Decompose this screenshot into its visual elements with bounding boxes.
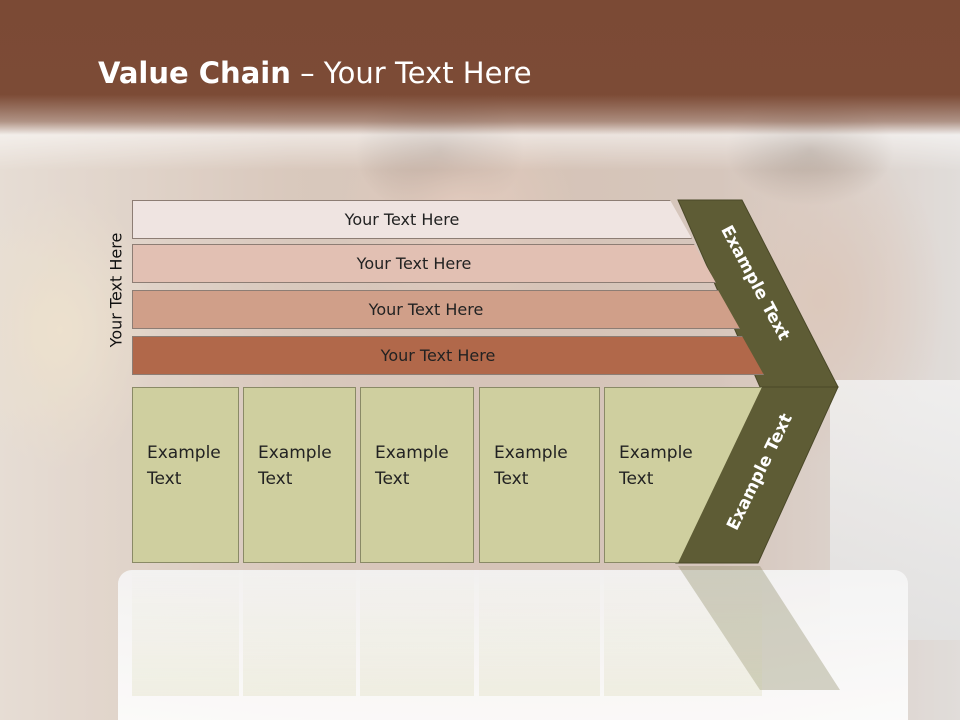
box-text-line1: Example — [147, 443, 221, 463]
band-label: Your Text Here — [356, 254, 472, 273]
band-3[interactable]: Your Text Here — [132, 290, 740, 329]
band-label: Your Text Here — [368, 300, 484, 319]
box-text-line2: Text — [494, 469, 529, 489]
box-text-line2: Text — [375, 469, 410, 489]
box-text-line2: Text — [619, 469, 654, 489]
band-2[interactable]: Your Text Here — [132, 244, 716, 283]
band-4[interactable]: Your Text Here — [132, 336, 764, 375]
box-text-line1: Example — [258, 443, 332, 463]
title-bold: Value Chain — [98, 56, 291, 90]
box-text-line2: Text — [147, 469, 182, 489]
box-text-line1: Example — [494, 443, 568, 463]
box-text-line1: Example — [375, 443, 449, 463]
chevron-reflection — [678, 566, 840, 690]
title-rest: – Your Text Here — [290, 56, 532, 90]
band-1[interactable]: Your Text Here — [132, 200, 692, 239]
band-label: Your Text Here — [344, 210, 460, 229]
box-text-line2: Text — [258, 469, 293, 489]
box-text-line1: Example — [619, 443, 693, 463]
title-bar — [0, 0, 960, 135]
slide-title[interactable]: Value Chain – Your Text Here — [98, 56, 532, 90]
band-label: Your Text Here — [380, 346, 496, 365]
laptop-shape — [118, 570, 908, 720]
